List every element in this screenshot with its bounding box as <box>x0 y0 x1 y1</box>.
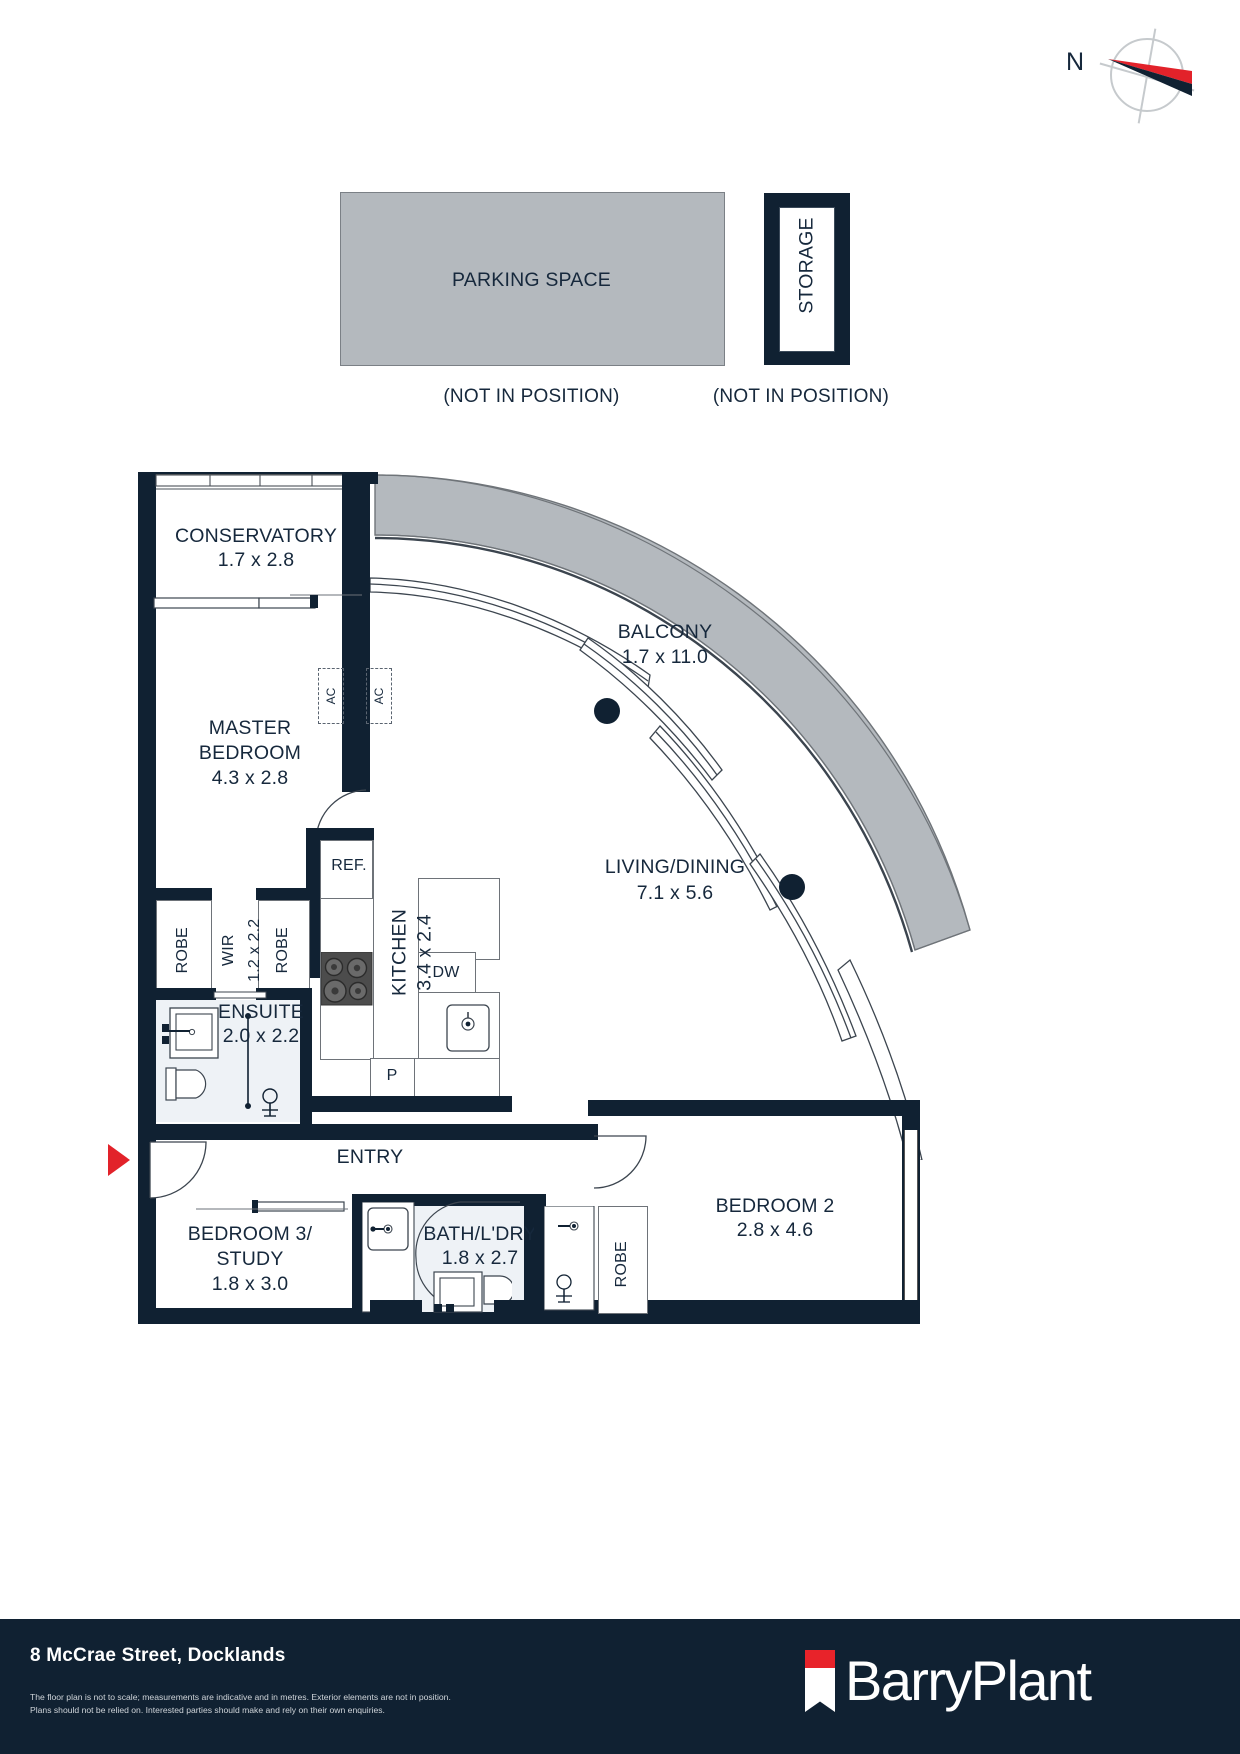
robe-left-label: ROBE <box>173 927 191 974</box>
robe-left-box <box>156 900 212 1000</box>
bookmark-white-body <box>805 1668 835 1712</box>
wall-ensuite-right <box>300 996 312 1124</box>
compass-needle-icon <box>1108 59 1192 96</box>
wall-bottom-bath <box>370 1300 422 1324</box>
bedroom2-window <box>904 1130 918 1300</box>
bedroom2-name: BEDROOM 2 <box>715 1195 835 1217</box>
wall-bottom-mid <box>494 1300 538 1324</box>
master-bedroom-name: MASTER BEDROOM <box>198 717 302 764</box>
balcony-name: BALCONY <box>617 621 713 643</box>
ac-unit-right-label: AC <box>372 687 386 705</box>
kitchen-sink-icon <box>446 1004 490 1052</box>
living-dining-name: LIVING/DINING <box>604 856 746 878</box>
structural-column-upper <box>594 698 620 724</box>
ac-unit-right: AC <box>366 668 392 724</box>
entry-name: ENTRY <box>336 1146 404 1168</box>
wir-dimensions: 1.2 x 2.2 <box>245 918 263 982</box>
kitchen-dimensions: 3.4 x 2.4 <box>413 914 436 991</box>
ensuite-toilet-icon <box>165 1067 207 1101</box>
storage-interior <box>779 207 835 352</box>
bedroom2-shower-icon <box>544 1206 595 1311</box>
conservatory-name: CONSERVATORY <box>174 525 338 547</box>
ac-unit-left-label: AC <box>324 687 338 705</box>
laundry-tub-icon <box>362 1202 415 1313</box>
bedroom2-dimensions: 2.8 x 4.6 <box>736 1219 814 1241</box>
wir-name: WIR <box>219 934 237 967</box>
disclaimer-line-1: The floor plan is not to scale; measurem… <box>30 1692 451 1702</box>
ensuite-dimensions: 2.0 x 2.2 <box>222 1025 300 1047</box>
structural-column-lower <box>779 874 805 900</box>
compass-north-label: N <box>1066 48 1085 76</box>
entry-door-arc <box>149 1141 207 1199</box>
pantry-box <box>370 1058 416 1098</box>
living-dining-dimensions: 7.1 x 5.6 <box>636 882 714 904</box>
fridge-label: REF. <box>331 857 367 874</box>
storage-not-in-position-note: (NOT IN POSITION) <box>712 386 890 407</box>
ensuite-shower-icon <box>245 1013 278 1117</box>
apartment-floor-plan: BALCONY 1.7 x 11.0 CONSERVATORY 1.7 x 2.… <box>108 472 971 1324</box>
master-bedroom-dimensions: 4.3 x 2.8 <box>211 767 289 789</box>
ensuite-sliding-door <box>213 990 310 999</box>
dishwasher-box <box>418 952 476 996</box>
bookmark-red-top <box>805 1650 835 1668</box>
wall-ensuite-topleft <box>150 988 216 1000</box>
bath-dimensions: 1.8 x 2.7 <box>441 1247 519 1269</box>
wall-kitchen-bottom <box>306 1096 512 1112</box>
wall-corner-bottom-left <box>138 1308 156 1324</box>
wall-master-corridor-top <box>306 828 374 840</box>
conservatory-dimensions: 1.7 x 2.8 <box>217 549 295 571</box>
wall-robe-left-top <box>150 888 212 900</box>
wall-entry-top <box>138 1124 598 1140</box>
pantry-label: P <box>386 1067 398 1084</box>
bedroom3-dimensions: 1.8 x 3.0 <box>211 1273 289 1295</box>
bath-vanity-icon <box>433 1271 512 1313</box>
parking-not-in-position-note: (NOT IN POSITION) <box>443 386 620 407</box>
ac-unit-left: AC <box>318 668 344 724</box>
wall-living-bottom-right <box>588 1100 918 1116</box>
conservatory-window-mullions <box>155 474 363 490</box>
wall-conservatory-right <box>342 472 370 792</box>
robe-right-label: ROBE <box>273 927 291 974</box>
entry-direction-arrow-icon <box>108 1144 130 1176</box>
compass-rose: N <box>1066 24 1200 134</box>
bedroom2-door-arc <box>593 1135 647 1189</box>
footer-bar <box>0 1619 1240 1754</box>
wall-robe-right-top <box>256 888 310 900</box>
bookmark-icon <box>805 1650 835 1712</box>
kitchen-bench-bottom <box>414 1058 500 1098</box>
robe-bedroom2-box <box>598 1206 648 1314</box>
ensuite-vanity-icon <box>162 1007 219 1059</box>
fridge-inner <box>324 840 373 900</box>
wall-bath-left <box>352 1194 364 1312</box>
bedroom3-window <box>196 1200 348 1213</box>
bedroom3-name: BEDROOM 3/ STUDY <box>187 1223 313 1270</box>
balcony-dimensions: 1.7 x 11.0 <box>621 646 709 668</box>
dishwasher-label: DW <box>432 964 460 981</box>
parking-space-label: PARKING SPACE <box>452 269 611 291</box>
wall-bedroom2-left <box>534 1194 546 1312</box>
property-address: 8 McCrae Street, Docklands <box>30 1645 286 1666</box>
ensuite-name: ENSUITE <box>218 1001 304 1023</box>
robe-bedroom2-label: ROBE <box>612 1241 630 1288</box>
brand-wordmark: BarryPlant <box>845 1649 1092 1712</box>
cooktop-icon <box>321 952 373 1006</box>
wall-exterior-left <box>138 472 156 1324</box>
disclaimer-line-2: Plans should not be relied on. Intereste… <box>30 1705 385 1715</box>
conservatory-sliding-door <box>153 594 362 609</box>
kitchen-island-top <box>418 878 500 960</box>
bath-name: BATH/L'DRY <box>423 1223 537 1245</box>
parking-space-block <box>340 192 725 366</box>
brand-logo: BarryPlant <box>805 1648 1092 1714</box>
kitchen-name: KITCHEN <box>388 908 411 996</box>
